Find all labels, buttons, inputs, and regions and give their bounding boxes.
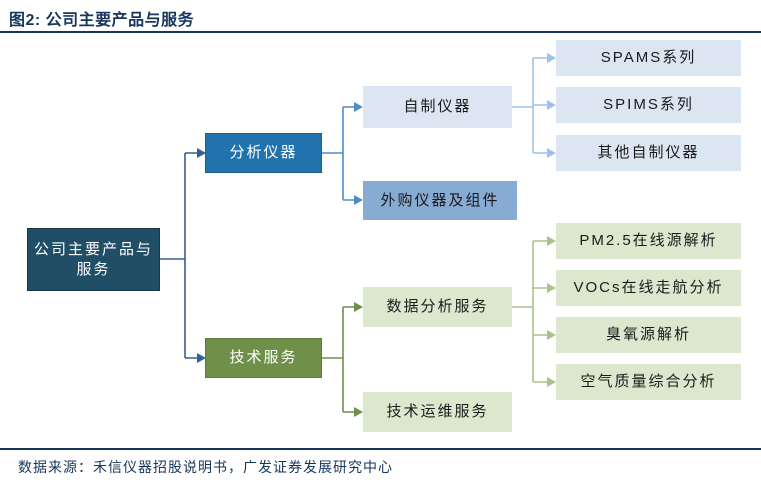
node-data-analysis-service: 数据分析服务 [363, 287, 512, 327]
node-air-quality-analysis: 空气质量综合分析 [556, 364, 741, 400]
node-technical-services: 技术服务 [205, 338, 322, 378]
connector-tech-services [322, 302, 363, 417]
figure-title: 图2: 公司主要产品与服务 [9, 12, 195, 29]
node-self-made-instruments: 自制仪器 [363, 86, 512, 128]
footer-divider [0, 448, 761, 450]
node-ozone-source-analysis: 臭氧源解析 [556, 317, 741, 353]
node-pm25-source-analysis: PM2.5在线源解析 [556, 223, 741, 259]
node-root: 公司主要产品与服务 [27, 228, 160, 291]
node-vocs-mobile-analysis: VOCs在线走航分析 [556, 270, 741, 306]
node-analytical-instruments: 分析仪器 [205, 133, 322, 173]
connector-self-made [512, 53, 556, 158]
node-other-self-made: 其他自制仪器 [556, 135, 741, 171]
connector-root [160, 148, 206, 363]
title-divider [0, 31, 761, 33]
node-spims-series: SPIMS系列 [556, 87, 741, 123]
node-tech-om-service: 技术运维服务 [363, 392, 512, 432]
node-spams-series: SPAMS系列 [556, 40, 741, 76]
node-purchased-instruments: 外购仪器及组件 [363, 181, 517, 220]
data-source-note: 数据来源：禾信仪器招股说明书，广发证券发展研究中心 [18, 459, 393, 475]
connector-data-analysis [512, 236, 556, 387]
connector-analytical [322, 102, 363, 205]
